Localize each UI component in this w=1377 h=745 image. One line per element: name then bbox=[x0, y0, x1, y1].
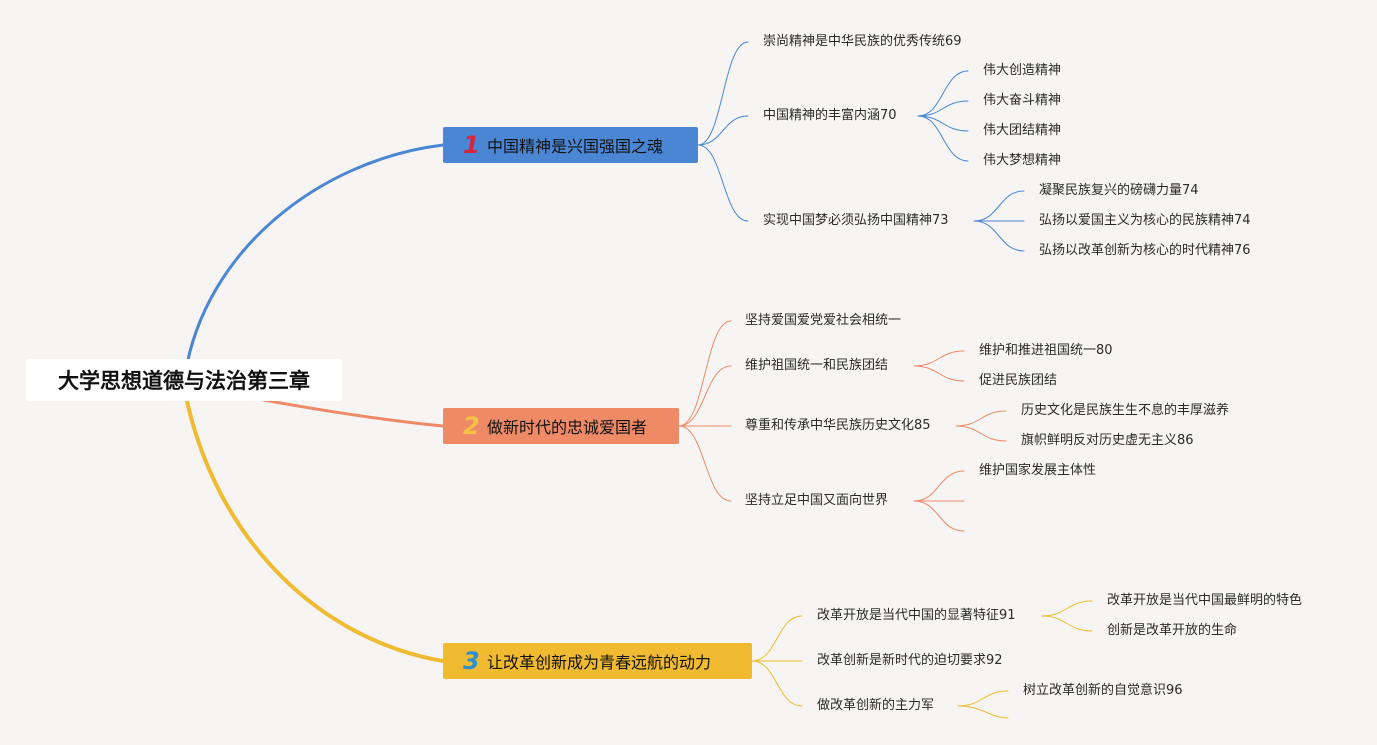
leaf-connector bbox=[913, 365, 965, 382]
leaf-connector bbox=[955, 425, 1007, 442]
branch-1-number: 1 bbox=[463, 131, 480, 159]
leaf-connector bbox=[913, 500, 965, 532]
leaf-topic[interactable]: 旗帜鲜明反对历史虚无主义86 bbox=[1021, 433, 1194, 448]
leaf-topic[interactable]: 维护国家发展主体性 bbox=[979, 463, 1097, 478]
leaf-connector bbox=[957, 690, 1009, 707]
leaf-topic[interactable]: 伟大梦想精神 bbox=[983, 153, 1062, 168]
leaf-topic[interactable]: 历史文化是民族生生不息的丰厚滋养 bbox=[1021, 403, 1230, 418]
subtopic[interactable]: 坚持立足中国又面向世界 bbox=[745, 493, 889, 508]
subtopic[interactable]: 改革开放是当代中国的显著特征91 bbox=[817, 608, 1016, 623]
leaf-topic[interactable]: 弘扬以改革创新为核心的时代精神76 bbox=[1039, 243, 1251, 258]
branch-connector bbox=[678, 320, 732, 427]
leaf-connector bbox=[957, 705, 1009, 719]
root-connector bbox=[183, 143, 445, 377]
leaf-connector bbox=[917, 115, 969, 132]
branch-connector bbox=[678, 425, 732, 502]
leaf-connector bbox=[917, 70, 969, 117]
branch-3-topic[interactable]: 3 让改革创新成为青春远航的动力 bbox=[443, 643, 752, 679]
subtopic[interactable]: 实现中国梦必须弘扬中国精神73 bbox=[763, 213, 949, 228]
branch-3-title: 让改革创新成为青春远航的动力 bbox=[487, 653, 712, 672]
leaf-topic[interactable]: 改革开放是当代中国最鲜明的特色 bbox=[1107, 593, 1303, 608]
leaf-connector bbox=[913, 350, 965, 367]
leaf-connector bbox=[1041, 615, 1093, 632]
leaf-topic[interactable]: 维护和推进祖国统一80 bbox=[979, 343, 1113, 358]
branch-1-topic[interactable]: 1 中国精神是兴国强国之魂 bbox=[443, 127, 698, 163]
branch-connector bbox=[678, 365, 732, 427]
subtopic[interactable]: 维护祖国统一和民族团结 bbox=[745, 358, 889, 373]
subtopic[interactable]: 中国精神的丰富内涵70 bbox=[763, 108, 897, 123]
leaf-connector bbox=[917, 100, 969, 117]
branch-connector bbox=[697, 115, 749, 146]
leaf-topic[interactable]: 促进民族团结 bbox=[979, 373, 1058, 388]
leaf-topic[interactable]: 伟大奋斗精神 bbox=[983, 93, 1062, 108]
subtopic[interactable]: 崇尚精神是中华民族的优秀传统69 bbox=[763, 34, 962, 49]
leaf-connector bbox=[973, 220, 1025, 252]
branch-1-title: 中国精神是兴国强国之魂 bbox=[487, 137, 664, 156]
leaf-topic[interactable]: 伟大创造精神 bbox=[983, 63, 1062, 78]
root-topic[interactable]: 大学思想道德与法治第三章 bbox=[26, 359, 342, 401]
root-connector bbox=[183, 390, 445, 663]
subtopic[interactable]: 做改革创新的主力军 bbox=[817, 698, 935, 713]
subtopic[interactable]: 坚持爱国爱党爱社会相统一 bbox=[745, 313, 902, 328]
subtopic[interactable]: 尊重和传承中华民族历史文化85 bbox=[745, 418, 931, 433]
leaf-connector bbox=[955, 410, 1007, 427]
branch-connector bbox=[751, 660, 803, 707]
branch-2-topic[interactable]: 2 做新时代的忠诚爱国者 bbox=[443, 408, 679, 444]
branch-3-number: 3 bbox=[463, 647, 480, 675]
branch-2-title: 做新时代的忠诚爱国者 bbox=[487, 418, 648, 437]
branch-connector bbox=[751, 615, 803, 662]
leaf-connector bbox=[973, 190, 1025, 222]
leaf-connector bbox=[913, 470, 965, 502]
leaf-topic[interactable]: 弘扬以爱国主义为核心的民族精神74 bbox=[1039, 213, 1251, 228]
leaf-topic[interactable]: 伟大团结精神 bbox=[983, 123, 1062, 138]
leaf-topic[interactable]: 凝聚民族复兴的磅礴力量74 bbox=[1039, 183, 1199, 198]
leaf-topic[interactable]: 创新是改革开放的生命 bbox=[1107, 623, 1238, 638]
leaf-connector bbox=[917, 115, 969, 162]
root-title: 大学思想道德与法治第三章 bbox=[58, 369, 310, 393]
branch-connector bbox=[697, 41, 749, 146]
leaf-topic[interactable]: 树立改革创新的自觉意识96 bbox=[1023, 683, 1183, 698]
leaf-connector bbox=[1041, 600, 1093, 617]
subtopic[interactable]: 改革创新是新时代的迫切要求92 bbox=[817, 653, 1003, 668]
branch-connector bbox=[697, 144, 749, 222]
branch-2-number: 2 bbox=[463, 412, 480, 440]
